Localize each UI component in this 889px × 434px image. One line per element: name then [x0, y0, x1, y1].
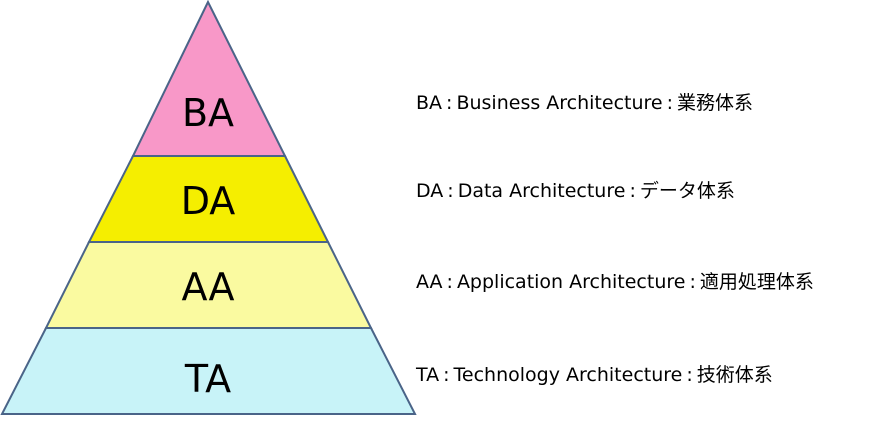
- desc-name: Business Architecture: [456, 92, 663, 114]
- desc-separator: :: [447, 180, 454, 202]
- desc-separator: :: [686, 364, 693, 386]
- description-ta: TA:Technology Architecture:技術体系: [416, 363, 773, 387]
- tier-label-aa: AA: [181, 265, 234, 309]
- desc-name: Data Architecture: [457, 180, 626, 202]
- desc-jp: データ体系: [639, 180, 735, 202]
- tier-label-ba: BA: [182, 91, 234, 135]
- desc-separator: :: [443, 364, 450, 386]
- desc-jp: 業務体系: [677, 92, 754, 114]
- desc-abbr: DA: [416, 180, 444, 202]
- desc-name: Application Architecture: [456, 271, 686, 293]
- description-aa: AA:Application Architecture:適用処理体系: [416, 270, 814, 294]
- description-ba: BA:Business Architecture:業務体系: [416, 91, 753, 115]
- desc-separator: :: [446, 92, 453, 114]
- desc-name: Technology Architecture: [453, 364, 683, 386]
- desc-separator: :: [666, 92, 674, 114]
- desc-jp: 適用処理体系: [699, 271, 814, 293]
- desc-separator: :: [629, 180, 636, 202]
- desc-abbr: BA: [416, 92, 443, 114]
- desc-jp: 技術体系: [696, 364, 773, 386]
- pyramid-tier-ta: [0, 327, 417, 415]
- tier-label-da: DA: [181, 179, 236, 223]
- desc-abbr: AA: [416, 271, 443, 293]
- description-da: DA:Data Architecture:データ体系: [416, 179, 735, 203]
- desc-separator: :: [689, 271, 696, 293]
- desc-separator: :: [446, 271, 453, 293]
- tier-label-ta: TA: [184, 357, 231, 401]
- desc-abbr: TA: [416, 364, 440, 386]
